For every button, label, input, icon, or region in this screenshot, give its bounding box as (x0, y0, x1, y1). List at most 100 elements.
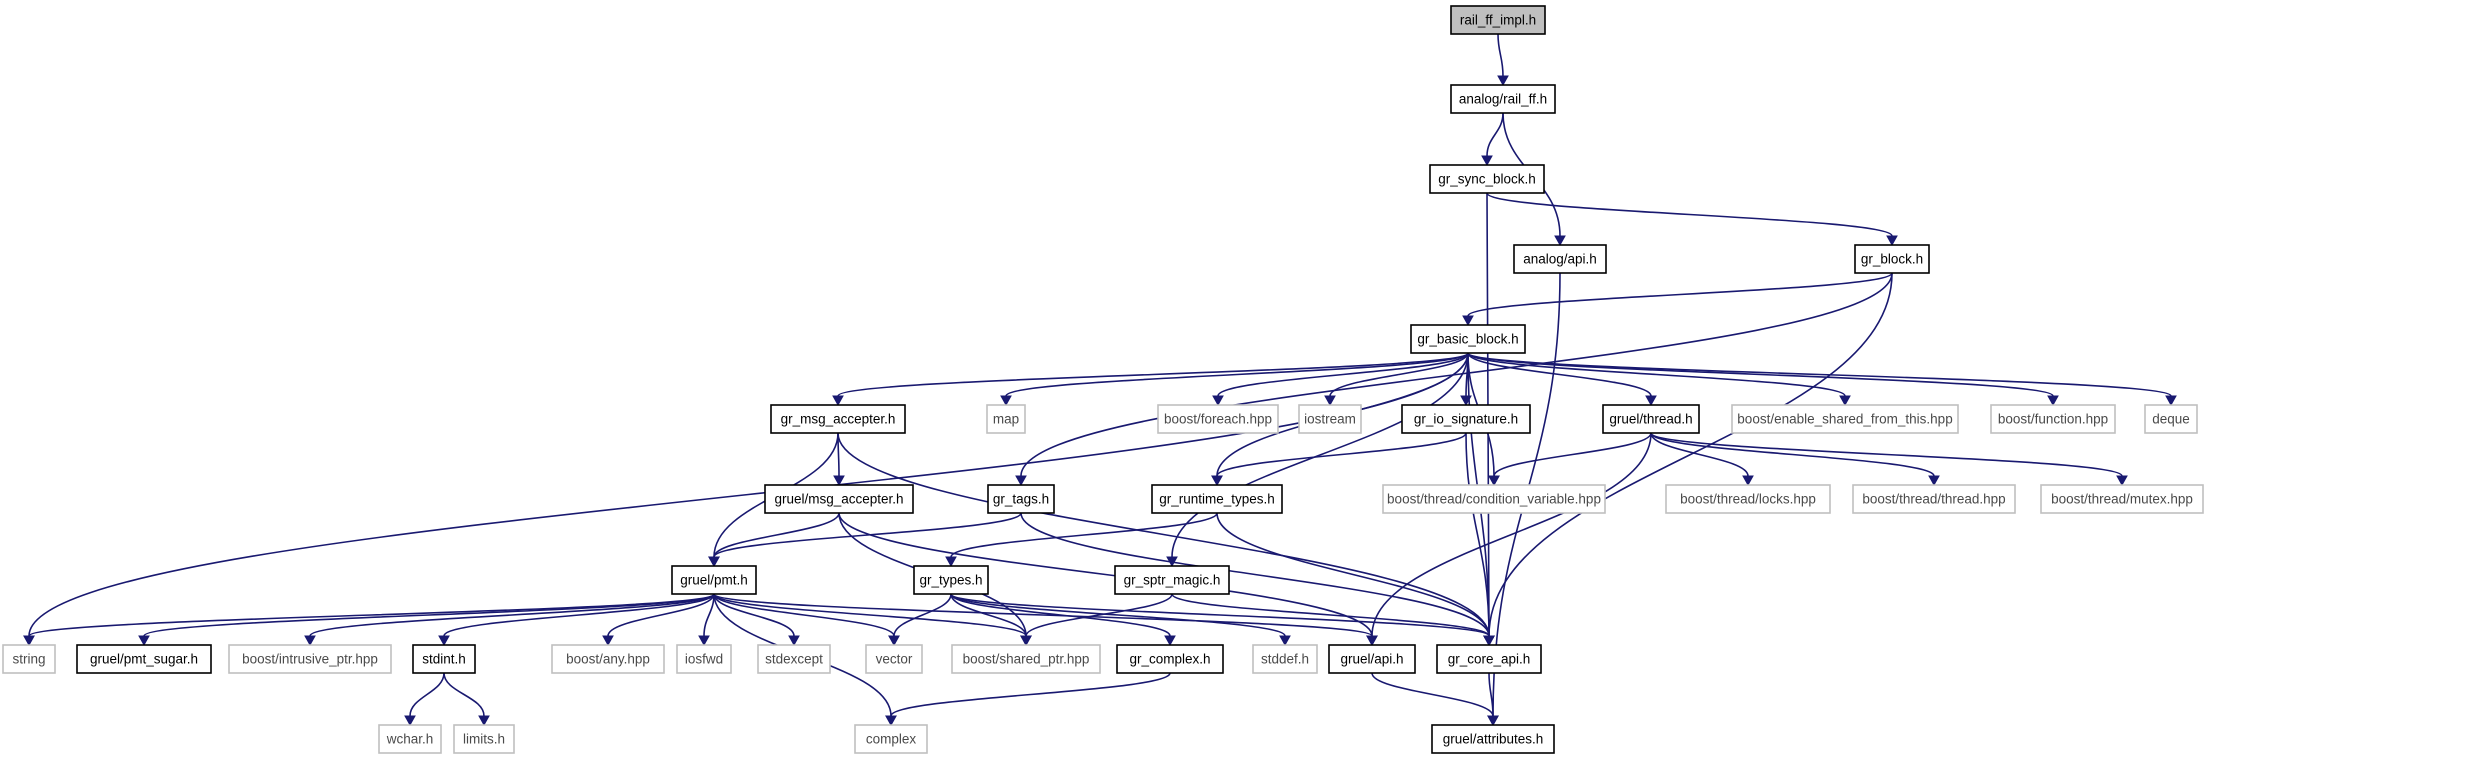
node-box (1450, 5, 1546, 35)
edge-gruel-pmt-to-stdint (438, 593, 715, 647)
edge-line (713, 512, 840, 558)
edge-stdint-to-limits (443, 672, 490, 727)
edge-rail-ff-impl-to-analog-rail-ff (1497, 33, 1509, 87)
node-gr-complex-h[interactable]: gr_complex.h (1116, 644, 1224, 674)
node-box (1450, 84, 1556, 114)
node-box (1401, 404, 1531, 434)
edge-line (1371, 432, 1652, 637)
node-gr-io-signature-h[interactable]: gr_io_signature.h (1401, 404, 1531, 434)
node-gr-block-h[interactable]: gr_block.h (1854, 244, 1930, 274)
node-gruel-pmt-h[interactable]: gruel/pmt.h (671, 565, 757, 595)
node-gr-msg-accepter-h[interactable]: gr_msg_accepter.h (770, 404, 906, 434)
node-label: analog/rail_ff.h (1459, 92, 1547, 107)
node-analog-rail-ff-h[interactable]: analog/rail_ff.h (1450, 84, 1556, 114)
arrowhead-icon (1462, 315, 1474, 327)
node-label: stdexcept (765, 652, 823, 667)
edge-line (1005, 352, 1469, 397)
node-gruel-attributes-h[interactable]: gruel/attributes.h (1431, 724, 1555, 754)
edge-analog-rail-ff-to-gr-sync-block (1481, 112, 1504, 167)
node-box (951, 644, 1101, 674)
edge-line (607, 593, 715, 637)
node-rail-ff-impl-h[interactable]: rail_ff_impl.h (1450, 5, 1546, 35)
edge-line (1465, 432, 1490, 637)
node-label: string (12, 652, 45, 667)
node-gr-sync-block-h[interactable]: gr_sync_block.h (1429, 164, 1545, 194)
node-stdexcept: stdexcept (757, 644, 831, 674)
edge-line (838, 512, 1373, 637)
arrowhead-icon (2116, 475, 2128, 487)
node-gr-types-h[interactable]: gr_types.h (913, 565, 989, 595)
node-gruel-msg-accepter-h[interactable]: gruel/msg_accepter.h (764, 484, 914, 514)
node-label: gr_sync_block.h (1438, 172, 1536, 187)
node-label: gr_block.h (1861, 252, 1923, 267)
edge-gr-basic-block-to-gr-sptr-magic (1166, 352, 1469, 568)
node-gruel-thread-h[interactable]: gruel/thread.h (1602, 404, 1700, 434)
edge-line (1650, 432, 1935, 477)
node-box (76, 644, 212, 674)
edge-gr-runtime-types-to-gr-types (945, 512, 1218, 568)
node-gr-tags-h[interactable]: gr_tags.h (987, 484, 1055, 514)
arrowhead-icon (708, 556, 720, 568)
node-gr-basic-block-h[interactable]: gr_basic_block.h (1410, 324, 1526, 354)
arrowhead-icon (788, 635, 800, 647)
node-stddef-h: stddef.h (1252, 644, 1318, 674)
edge-line (713, 512, 1022, 558)
node-box (676, 644, 732, 674)
node-box (865, 644, 923, 674)
edge-gr-types-to-gr-complex (950, 593, 1176, 647)
edge-gr-tags-to-gruel-pmt (708, 512, 1022, 568)
arrowhead-icon (478, 715, 490, 727)
edge-gruel-thread-to-boost-thread-thread (1650, 432, 1940, 487)
node-label: gr_tags.h (993, 492, 1049, 507)
node-box (2144, 404, 2198, 434)
edge-gruel-thread-to-boost-thread-mutex (1650, 432, 2128, 487)
node-label: rail_ff_impl.h (1460, 13, 1536, 28)
node-box (1602, 404, 1700, 434)
edge-line (893, 593, 952, 637)
arrowhead-icon (138, 635, 150, 647)
node-label: iosfwd (685, 652, 723, 667)
edge-line (950, 593, 1171, 637)
edge-gruel-api-to-gruel-attributes (1371, 672, 1499, 727)
arrowhead-icon (1742, 475, 1754, 487)
node-gr-runtime-types-h[interactable]: gr_runtime_types.h (1151, 484, 1283, 514)
edge-line (837, 432, 1490, 637)
node-gruel-api-h[interactable]: gruel/api.h (1328, 644, 1416, 674)
edge-gr-io-signature-to-gr-runtime-types (1211, 432, 1467, 487)
edge-line (1216, 512, 1490, 637)
node-box (2, 644, 56, 674)
edge-gr-types-to-stddef (950, 593, 1291, 647)
edge-line (1486, 192, 1893, 237)
node-label: boost/thread/thread.hpp (1862, 492, 2005, 507)
edge-gruel-thread-to-boost-thread-condvar (1488, 432, 1652, 487)
edge-line (1217, 352, 1469, 397)
node-label: gruel/pmt_sugar.h (90, 652, 198, 667)
edge-gr-sync-block-to-gr-block (1486, 192, 1898, 247)
edge-gr-basic-block-to-gruel-thread (1467, 352, 1657, 407)
node-gr-sptr-magic-h[interactable]: gr_sptr_magic.h (1114, 565, 1230, 595)
edge-line (713, 593, 1027, 637)
arrowhead-icon (1212, 395, 1224, 407)
edge-line (1493, 432, 1652, 477)
node-gruel-pmt-sugar-h[interactable]: gruel/pmt_sugar.h (76, 644, 212, 674)
node-stdint-h[interactable]: stdint.h (412, 644, 476, 674)
node-gr-core-api-h[interactable]: gr_core_api.h (1436, 644, 1542, 674)
node-map: map (986, 404, 1026, 434)
node-label: deque (2152, 412, 2190, 427)
edge-gruel-pmt-to-vector (713, 593, 900, 647)
node-label: gruel/thread.h (1609, 412, 1692, 427)
node-box (1328, 644, 1416, 674)
node-iostream: iostream (1298, 404, 1362, 434)
edge-gr-block-to-gr-basic-block (1462, 272, 1893, 327)
edge-line (1371, 672, 1494, 717)
node-box (2040, 484, 2204, 514)
node-box (1436, 644, 1542, 674)
arrowhead-icon (404, 715, 416, 727)
node-label: boost/thread/mutex.hpp (2051, 492, 2193, 507)
edge-gr-basic-block-to-iostream (1324, 352, 1469, 407)
arrowhead-icon (1483, 635, 1495, 647)
edge-line (713, 593, 795, 637)
node-analog-api-h[interactable]: analog/api.h (1513, 244, 1607, 274)
node-label: analog/api.h (1523, 252, 1597, 267)
node-box (986, 404, 1026, 434)
